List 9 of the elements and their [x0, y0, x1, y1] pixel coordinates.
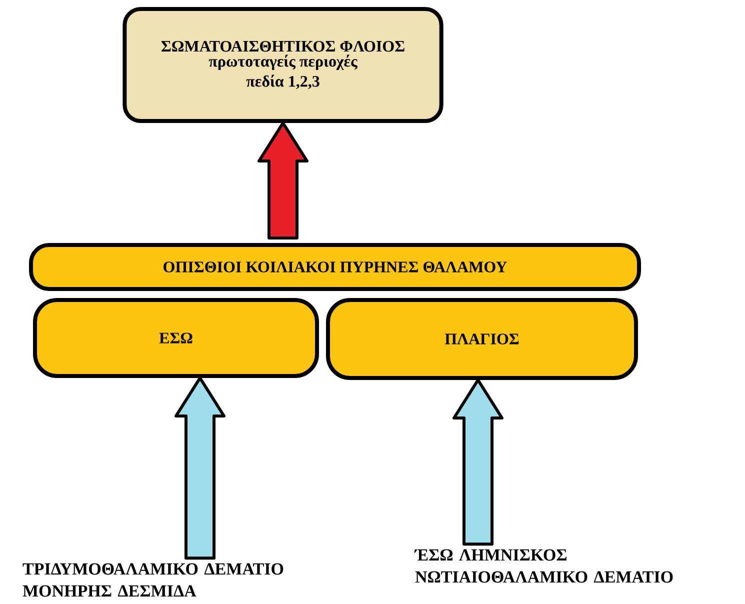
block-arrow [174, 376, 226, 560]
block-arrow [452, 378, 504, 546]
pathway-label: ΤΡΙΔΥΜΟΘΑΛΑΜΙΚΟ ΔΕΜΑΤΙΟ ΜΟΝΗΡΗΣ ΔΕΣΜΙΔΑ [22, 563, 284, 597]
pathway-label: ΈΣΩ ΛΗΜΝΙΣΚΟΣ ΝΩΤΙΑΙΟΘΑΛΑΜΙΚΟ ΔΕΜΑΤΙΟ [414, 549, 673, 583]
thalamus-band: ΟΠΙΣΘΙΟΙ ΚΟΙΛΙΑΚΟΙ ΠΥΡΗΝΕΣ ΘΑΛΑΜΟΥ [29, 243, 641, 291]
cortex-box: ΣΩΜΑΤΟΑΙΣΘΗΤΙΚΟΣ ΦΛΟΙΟΣ πρωτοταγείς περιοχές πεδία 1,2,3 [122, 7, 444, 123]
nucleus-box: ΠΛΑΓΙΟΣ [326, 298, 638, 380]
nucleus-box: ΕΣΩ [33, 298, 319, 378]
block-arrow [258, 122, 308, 240]
